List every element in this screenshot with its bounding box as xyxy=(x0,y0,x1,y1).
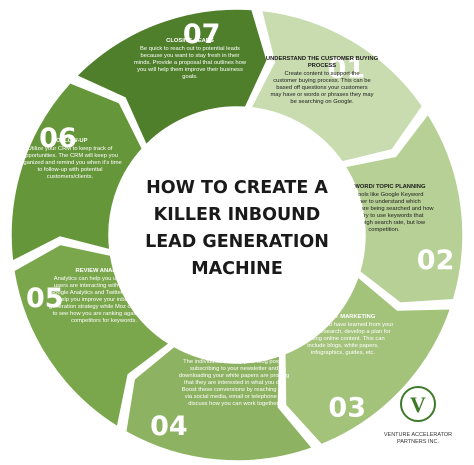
step-body-line: have a high search rate, but low xyxy=(343,220,426,226)
step-body-line: to see how you are ranking against your xyxy=(53,311,156,317)
cycle-segment-07 xyxy=(75,8,268,147)
logo-line-2: PARTNERS INC. xyxy=(397,439,439,445)
step-heading: PROCESS xyxy=(308,63,336,69)
step-heading: CLOSING LEADS xyxy=(166,38,214,44)
step-body-line: infographics, guides, etc. xyxy=(311,350,376,356)
step-label-07: CLOSING LEADS Be quick to reach out to po… xyxy=(134,38,247,80)
step-body-line: minds. Provide a proposal that outlines … xyxy=(134,60,247,66)
step-body-line: you will help them improve their busines… xyxy=(137,67,243,73)
step-label-06: FOLLOW-UP Utilize your CRM to keep track … xyxy=(18,138,122,180)
step-heading: REVIEW ANALYTICS xyxy=(76,268,133,274)
step-body-line: often. Try to use keywords that xyxy=(345,213,424,219)
step-number-04: 04 xyxy=(150,411,188,442)
step-body-line: via social media, email or telephone to xyxy=(185,394,284,400)
step-number-01: 01 xyxy=(328,54,366,85)
step-body-line: Using what you have learned from your xyxy=(293,322,394,328)
step-heading: CONTENT MARKETING xyxy=(311,314,376,320)
step-number-06: 06 xyxy=(39,123,77,154)
step-body-line: may have or words or phrases they may xyxy=(270,92,373,98)
cycle-segments xyxy=(10,8,464,462)
step-body-line: customers/clients. xyxy=(47,174,94,180)
step-body-line: downloading your white papers are provin… xyxy=(179,373,290,379)
step-body-line: goals. xyxy=(182,74,198,80)
cycle-segment-05 xyxy=(12,243,171,429)
step-number-07: 07 xyxy=(183,19,221,50)
step-body-line: Create content to support the xyxy=(284,71,359,77)
step-label-05: REVIEW ANALYTICS Analytics can help you u… xyxy=(49,268,159,324)
step-body-line: that they are interested in what you do. xyxy=(184,380,284,386)
step-body-line: keywords are being searched and how xyxy=(334,206,434,212)
cycle-segment-06 xyxy=(10,81,144,263)
step-body-line: because you want to stay fresh in their xyxy=(141,53,240,59)
step-heading: FOLLOW-UP xyxy=(53,138,88,144)
step-number-03: 03 xyxy=(328,393,366,424)
step-body-line: customer buying process. This can be xyxy=(273,78,371,84)
step-body-line: generation strategy while Moz can be use… xyxy=(49,304,159,310)
step-body-line: Boost these conversions by reaching out xyxy=(182,387,287,393)
step-body-line: Be quick to reach out to potential leads xyxy=(140,46,240,52)
step-body-line: Utilize your CRM to keep track of xyxy=(28,146,113,152)
title-line-1: HOW TO CREATE A xyxy=(146,178,328,198)
title-line-4: MACHINE xyxy=(191,259,283,279)
step-numbers: 01 02 03 04 05 06 07 xyxy=(26,19,454,442)
step-body-line: users are interacting with your website. xyxy=(54,283,155,289)
logo-ring xyxy=(400,386,436,422)
step-body-line: based off questions your customers xyxy=(276,85,368,91)
step-label-02: KEYWORD/ TOPIC PLANNING Use tools like Go… xyxy=(334,184,434,233)
step-body-line: subscribing to your newsletter and xyxy=(190,366,278,372)
step-heading: KEYWORD/ TOPIC PLANNING xyxy=(343,184,426,190)
logo-line-1: VENTURE ACCELERATOR xyxy=(384,432,452,438)
step-body-line: help you improve your inbound lead xyxy=(58,297,150,303)
step-heading: UNDERSTAND THE CUSTOMER BUYING xyxy=(266,56,379,62)
step-body-line: competitors for keywords. xyxy=(71,318,137,324)
center-circle xyxy=(109,107,365,363)
step-body-line: competition. xyxy=(368,227,400,233)
step-body-line: opportunities. The CRM will keep you xyxy=(22,153,118,159)
step-body-line: creating online content. This can xyxy=(301,336,384,342)
cycle-segment-03 xyxy=(284,275,452,446)
step-body-line: keyword research, develop a plan for xyxy=(295,329,390,335)
step-body-line: include blogs, white papers, xyxy=(307,343,379,349)
title-line-2: KILLER INBOUND xyxy=(154,205,321,225)
center-title: HOW TO CREATE A KILLER INBOUND LEAD GENE… xyxy=(145,178,329,279)
step-body-line: Planner to understand which xyxy=(347,199,420,205)
step-body-line: Use tools like Google Keyword xyxy=(345,192,424,198)
step-label-03: CONTENT MARKETING Using what you have lea… xyxy=(293,314,394,356)
step-body-line: Google Analytics and Twitter Analytics c… xyxy=(50,290,158,296)
step-body-line: discuss how you can work together. xyxy=(188,401,280,407)
title-line-3: LEAD GENERATION xyxy=(145,232,329,252)
logo-letter: V xyxy=(410,392,426,417)
step-body-line: be searching on Google. xyxy=(290,99,354,105)
step-number-05: 05 xyxy=(26,283,64,314)
step-body-line: to follow-up with potential xyxy=(37,167,102,173)
step-body-line: organized and remind you when it's time xyxy=(18,160,122,166)
step-number-02: 02 xyxy=(417,245,455,276)
company-logo: V VENTURE ACCELERATOR PARTNERS INC. xyxy=(384,386,452,445)
step-body-line: Analytics can help you understand how xyxy=(54,276,155,282)
